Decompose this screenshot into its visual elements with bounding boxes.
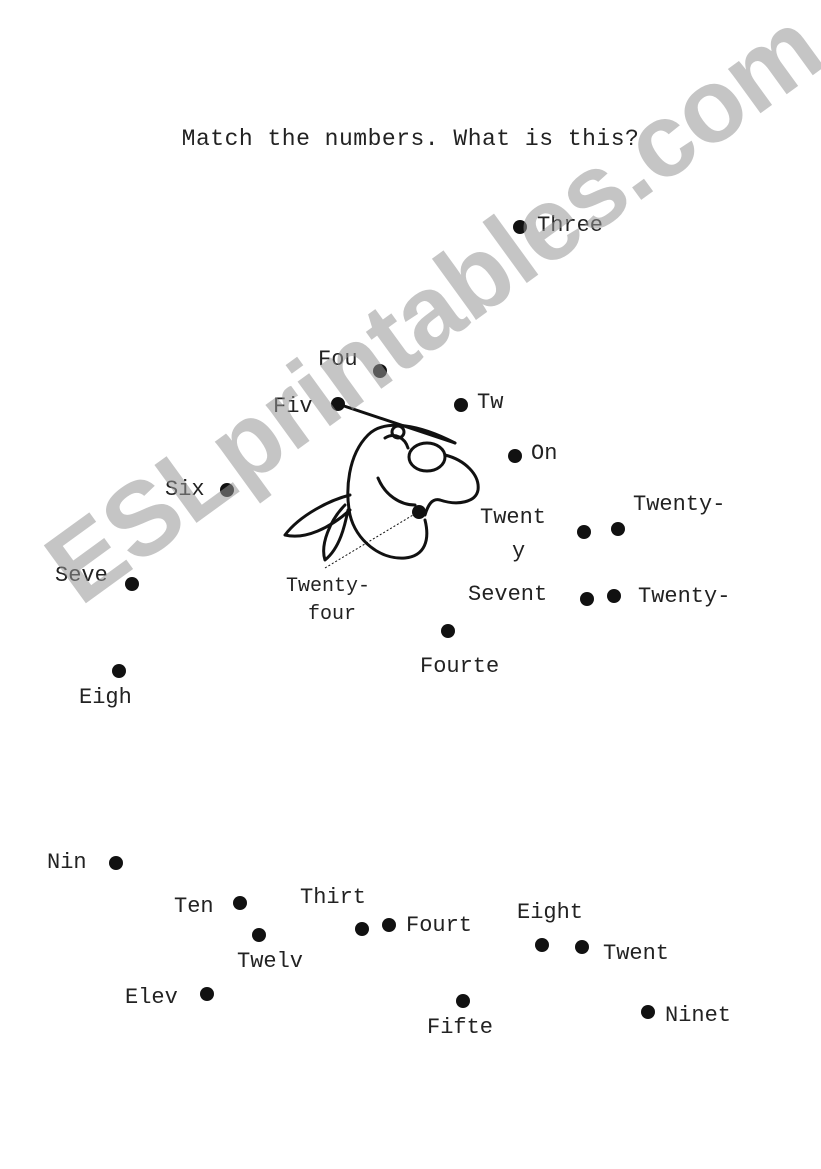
label-seven: Seve (55, 563, 108, 588)
label-fourteen: Fourte (420, 654, 500, 679)
dot-twenty-a (611, 522, 625, 536)
dot-fourteen (441, 624, 455, 638)
label-seventeen: Sevent (468, 582, 548, 607)
dot-one (508, 449, 522, 463)
label-fourteen-b: Fourt (406, 913, 473, 938)
label-twenty-b: Twent (480, 505, 547, 530)
dot-seventeen (580, 592, 594, 606)
dot-four (373, 364, 387, 378)
dot-thirteen (355, 922, 369, 936)
label-one: On (531, 441, 558, 466)
label-five: Fiv (273, 394, 313, 419)
dot-eleven (200, 987, 214, 1001)
label-eight: Eigh (79, 685, 132, 710)
label-twelve: Twelv (237, 949, 304, 974)
dot-twenty-b (577, 525, 591, 539)
label-twentyfour-a: Twenty- (286, 575, 371, 598)
label-twenty-a: Twenty- (633, 492, 726, 517)
label-twenty-b-cont: y (512, 539, 526, 564)
dot-ten (233, 896, 247, 910)
dot-eighteen (535, 938, 549, 952)
label-eleven: Elev (125, 985, 178, 1010)
label-twentyfour-b: four (308, 603, 357, 626)
label-two: Tw (477, 390, 504, 415)
label-six: Six (165, 477, 205, 502)
label-nineteen: Ninet (665, 1003, 732, 1028)
dot-six (220, 483, 234, 497)
label-ten: Ten (174, 894, 214, 919)
dot-twentyfour (412, 505, 426, 519)
label-fifteen: Fifte (427, 1015, 494, 1040)
dot-fifteen (456, 994, 470, 1008)
dot-three (513, 220, 527, 234)
dot-nineteen (641, 1005, 655, 1019)
worksheet-title: Match the numbers. What is this? (181, 126, 640, 152)
label-twenty-c: Twenty- (638, 584, 731, 609)
dot-nine (109, 856, 123, 870)
dot-seven (125, 577, 139, 591)
dot-five (331, 397, 345, 411)
label-nine: Nin (47, 850, 87, 875)
label-thirteen: Thirt (300, 885, 367, 910)
dot-twelve (252, 928, 266, 942)
connecting-line (336, 402, 457, 445)
label-four: Fou (318, 347, 358, 372)
dot-twenty-c (607, 589, 621, 603)
dot-eight (112, 664, 126, 678)
dot-fourteen-b (382, 918, 396, 932)
label-three: Three (537, 213, 604, 238)
label-twenty-d: Twent (603, 941, 670, 966)
dot-two (454, 398, 468, 412)
label-eighteen: Eight (517, 900, 584, 925)
dot-twenty-d (575, 940, 589, 954)
